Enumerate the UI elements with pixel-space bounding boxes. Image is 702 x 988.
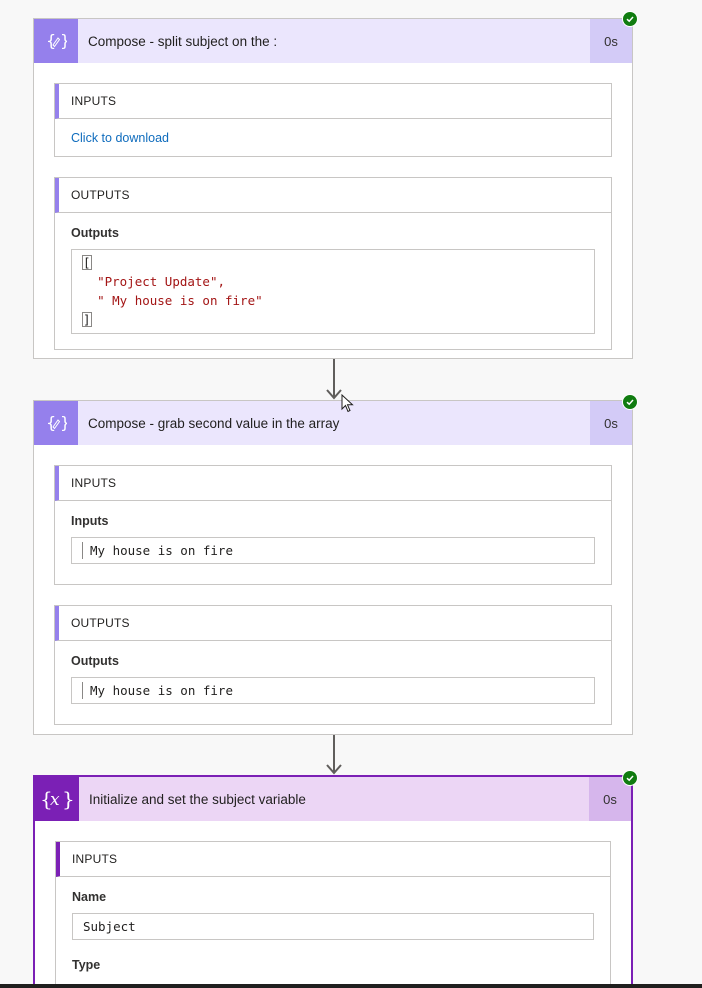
name-value-field[interactable]: Subject — [72, 913, 594, 940]
section-header-inputs: INPUTS — [55, 466, 611, 501]
inputs-value: My house is on fire — [90, 543, 233, 558]
code-close-bracket: ] — [82, 312, 92, 327]
code-line: "Project Update", — [97, 274, 225, 289]
outputs-code-box[interactable]: [ "Project Update", " My house is on fir… — [71, 249, 595, 334]
inputs-section: INPUTS Name Subject Type — [55, 841, 611, 988]
section-header-inputs: INPUTS — [55, 84, 611, 119]
inputs-label: Inputs — [71, 514, 109, 528]
download-link[interactable]: Click to download — [71, 131, 169, 145]
svg-text:{: { — [46, 413, 56, 432]
outputs-section: OUTPUTS Outputs My house is on fire — [54, 605, 612, 725]
duration-badge: 0s — [589, 777, 631, 821]
compose-icon: { } — [34, 19, 78, 63]
success-check-icon — [622, 11, 638, 27]
duration-badge: 0s — [590, 19, 632, 63]
section-header-outputs: OUTPUTS — [55, 606, 611, 641]
mouse-cursor-icon — [341, 393, 355, 419]
svg-text:}: } — [62, 787, 74, 811]
code-line: " My house is on fire" — [97, 293, 263, 308]
inputs-value-field[interactable]: My house is on fire — [71, 537, 595, 564]
connector-arrow — [324, 735, 344, 775]
section-header-outputs: OUTPUTS — [55, 178, 611, 213]
outputs-label: Outputs — [71, 654, 119, 668]
name-value: Subject — [83, 919, 136, 934]
action-card-compose-split[interactable]: { } Compose - split subject on the : 0s … — [33, 18, 633, 359]
type-label: Type — [72, 958, 101, 972]
card-title: Compose - grab second value in the array — [88, 415, 340, 431]
inputs-section: INPUTS Inputs My house is on fire — [54, 465, 612, 585]
action-card-compose-second[interactable]: { } Compose - grab second value in the a… — [33, 400, 633, 735]
code-open-bracket: [ — [82, 255, 92, 270]
svg-text:}: } — [60, 31, 67, 50]
outputs-value: My house is on fire — [90, 683, 233, 698]
inputs-section: INPUTS Click to download — [54, 83, 612, 157]
connector-arrow — [324, 359, 344, 401]
name-label: Name — [72, 890, 107, 904]
outputs-value-field[interactable]: My house is on fire — [71, 677, 595, 704]
svg-text:}: } — [60, 413, 67, 432]
variable-icon: { x } — [35, 777, 79, 821]
card-header[interactable]: { x } Initialize and set the subject var… — [35, 777, 631, 821]
success-check-icon — [622, 394, 638, 410]
section-header-inputs: INPUTS — [56, 842, 610, 877]
outputs-label: Outputs — [71, 226, 119, 240]
window-bottom-edge — [0, 984, 702, 988]
card-header[interactable]: { } Compose - grab second value in the a… — [34, 401, 632, 445]
card-title: Initialize and set the subject variable — [89, 791, 306, 807]
compose-icon: { } — [34, 401, 78, 445]
outputs-section: OUTPUTS Outputs [ "Project Update", " My… — [54, 177, 612, 350]
svg-text:x: x — [50, 790, 60, 810]
card-header[interactable]: { } Compose - split subject on the : 0s — [34, 19, 632, 63]
success-check-icon — [622, 770, 638, 786]
card-title: Compose - split subject on the : — [88, 33, 278, 49]
action-card-initialize-variable[interactable]: { x } Initialize and set the subject var… — [33, 775, 633, 988]
svg-text:{: { — [40, 787, 53, 811]
svg-text:{: { — [46, 31, 56, 50]
